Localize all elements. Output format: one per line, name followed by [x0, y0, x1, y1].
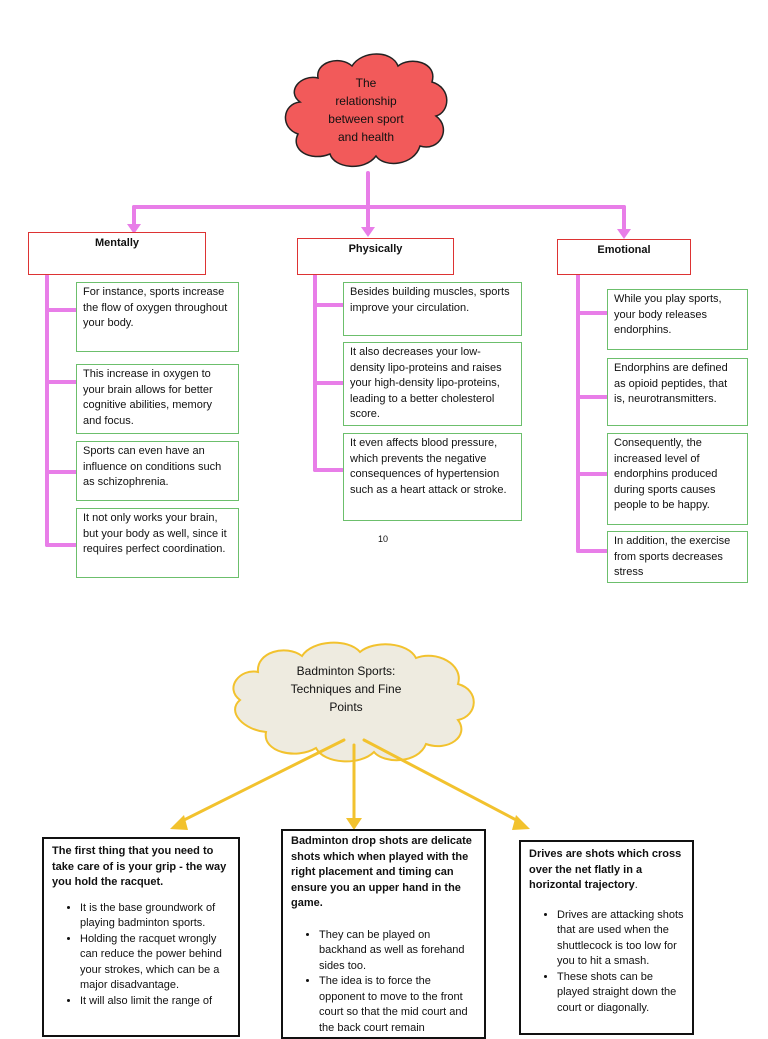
- pink-connectors: [45, 171, 626, 553]
- emotional-item: Endorphins are defined as opioid peptide…: [607, 358, 748, 426]
- cloud-line: relationship: [335, 94, 397, 108]
- emotional-item: In addition, the exercise from sports de…: [607, 531, 748, 583]
- bullet-list: They can be played on backhand as well a…: [291, 928, 476, 1037]
- mentally-item: Sports can even have an influence on con…: [76, 441, 239, 501]
- page-number: 10: [378, 534, 389, 544]
- cloud-line: and health: [337, 130, 395, 144]
- bullet-item: Drives are attacking shots that are used…: [557, 908, 684, 970]
- pink-arrowheads: [127, 224, 631, 239]
- emotional-item: While you play sports, your body release…: [607, 289, 748, 350]
- physically-item: Besides building muscles, sports improve…: [343, 282, 522, 336]
- category-header-emotional: Emotional: [557, 239, 691, 275]
- bullet-item: It is the base groundwork of playing bad…: [80, 901, 230, 932]
- category-header-mentally: Mentally: [28, 232, 206, 275]
- box-lead: Drives are shots which cross over the ne…: [529, 848, 682, 891]
- badminton-drives-box: Drives are shots which cross over the ne…: [519, 840, 694, 1035]
- box-lead-wrap: Drives are shots which cross over the ne…: [529, 847, 684, 894]
- physically-item: It also decreases your low-density lipo-…: [343, 342, 522, 426]
- box-lead: The first thing that you need to take ca…: [52, 845, 227, 888]
- bullet-item: The idea is to force the opponent to mov…: [319, 974, 476, 1036]
- cloud-line: The: [355, 76, 377, 90]
- mentally-item: This increase in oxygen to your brain al…: [76, 364, 239, 434]
- bullet-item: These shots can be played straight down …: [557, 970, 684, 1017]
- cloud-title-health: The relationship between sport and healt…: [306, 74, 426, 146]
- mentally-item: For instance, sports increase the flow o…: [76, 282, 239, 352]
- badminton-grip-box: The first thing that you need to take ca…: [42, 837, 240, 1037]
- cloud-line: Points: [329, 700, 363, 714]
- bullet-list: Drives are attacking shots that are used…: [529, 908, 684, 1017]
- cloud-title-badminton: Badminton Sports: Techniques and Fine Po…: [266, 662, 426, 716]
- bullet-item: Holding the racquet wrongly can reduce t…: [80, 932, 230, 994]
- cloud-line: between sport: [328, 112, 404, 126]
- cream-cloud-shape: [232, 641, 475, 763]
- bullet-item: They can be played on backhand as well a…: [319, 928, 476, 975]
- box-lead-suffix: .: [634, 879, 638, 891]
- bullet-item: It will also limit the range of: [80, 994, 230, 1010]
- yellow-arrows: [178, 738, 522, 824]
- mentally-item: It not only works your brain, but your b…: [76, 508, 239, 578]
- cloud-line: Techniques and Fine: [290, 682, 402, 696]
- badminton-drop-shots-box: Badminton drop shots are delicate shots …: [281, 829, 486, 1039]
- bullet-list: It is the base groundwork of playing bad…: [52, 901, 230, 1010]
- physically-item: It even affects blood pressure, which pr…: [343, 433, 522, 521]
- emotional-item: Consequently, the increased level of end…: [607, 433, 748, 525]
- red-cloud-shape: [284, 53, 448, 168]
- cloud-line: Badminton Sports:: [296, 664, 396, 678]
- category-header-physically: Physically: [297, 238, 454, 275]
- yellow-arrowheads: [170, 815, 530, 830]
- box-lead: Badminton drop shots are delicate shots …: [291, 835, 472, 909]
